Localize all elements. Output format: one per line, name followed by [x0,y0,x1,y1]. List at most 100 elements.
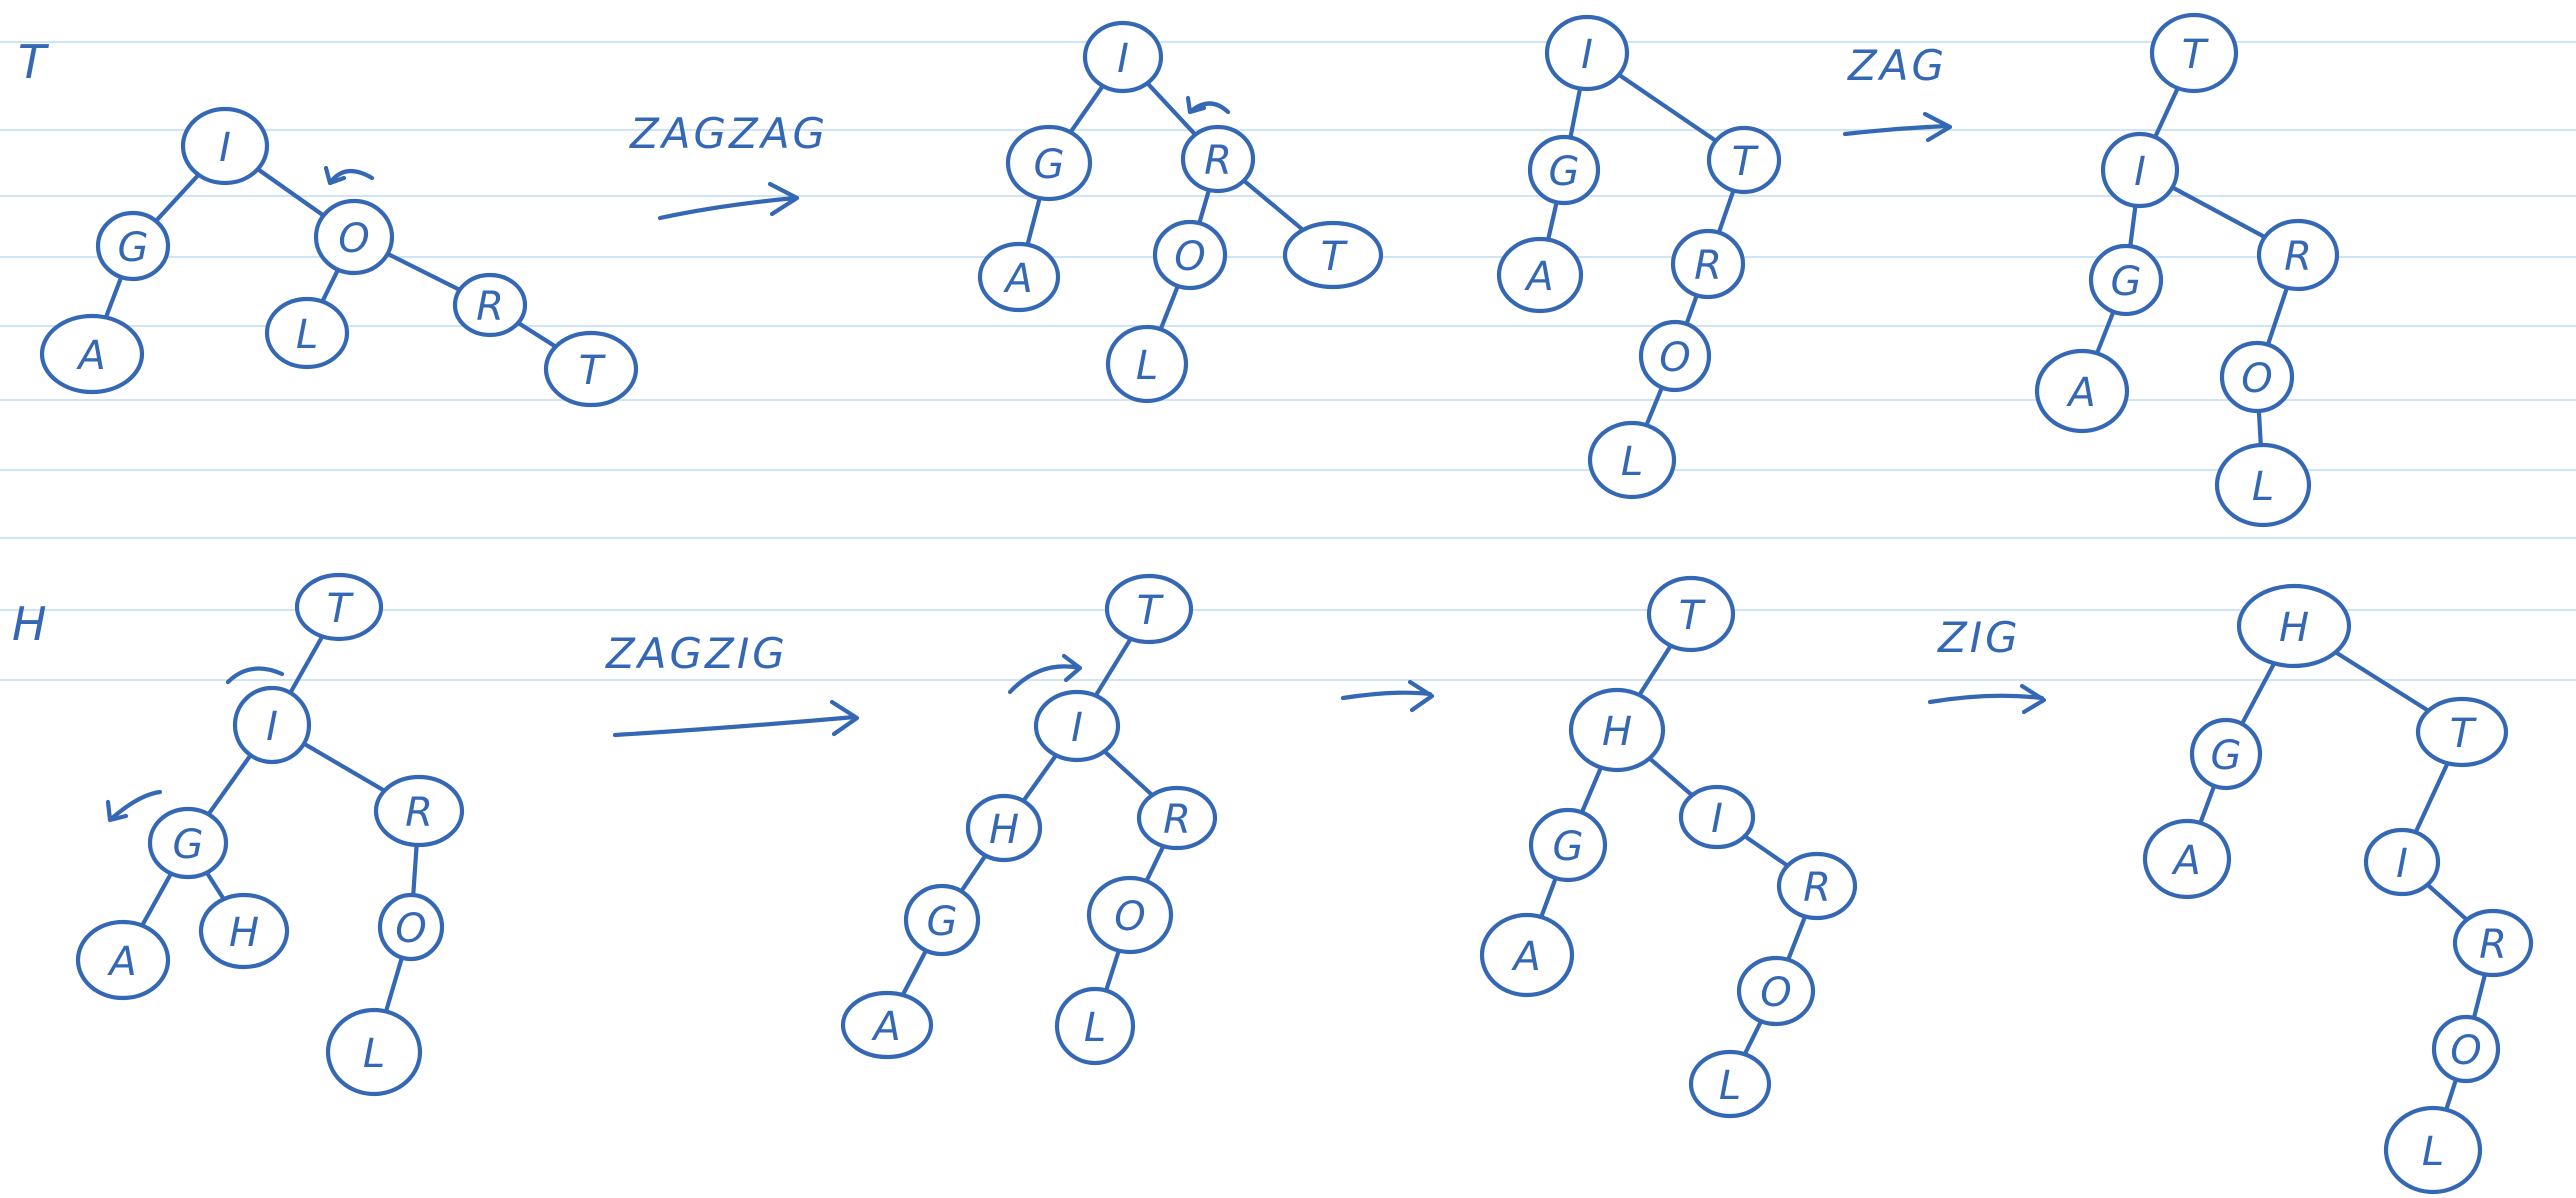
tree-node: L [1054,986,1136,1066]
tree-node: A [977,241,1061,313]
tree-edge [1685,294,1699,325]
operation-label: ZAGZAG [629,109,828,158]
tree-edge [2327,646,2435,716]
tree-edge [2472,973,2487,1019]
tree-node: T [543,330,639,408]
tree-node: G [1005,124,1093,202]
node-label: R [1694,243,1722,289]
node-label: H [989,807,1019,853]
node-label: T [2182,32,2210,78]
node-label: R [405,790,433,836]
node-circle [1638,319,1712,393]
tree-edge [1025,197,1042,246]
arrow-icon [612,699,860,738]
arrow-icon [1842,111,1953,143]
tree-node: A [1479,912,1575,998]
tree-edge [1144,844,1166,883]
node-circle [2142,818,2232,900]
tree-edge [1021,753,1059,803]
node-label: T [1321,234,1349,280]
tree-node: H [2236,583,2352,669]
tree-edge [1159,285,1180,330]
node-circle [373,774,465,848]
node-label: A [1002,256,1032,302]
node-circle [2189,717,2263,791]
tree-node: I [2363,827,2441,897]
row-label-insert-key: T [18,35,50,89]
node-label: O [1174,234,1205,280]
node-label: R [2479,922,2507,968]
node-circle [2363,827,2441,897]
node-label: G [1549,149,1580,195]
tree-node: L [2383,1105,2483,1195]
tree-edge [1637,643,1673,697]
tree-edge [385,251,464,293]
node-circle [1587,420,1677,500]
operation-label: ZAGZIG [605,629,788,678]
tree-edge [1786,915,1807,961]
labels: T H ZAGZAG ZAG ZAGZIG ZIG [12,35,2018,678]
ruled-lines [0,41,2576,681]
tree-edge [303,742,390,795]
node-circle [1568,687,1666,773]
node-circle [377,892,445,962]
node-circle [2149,12,2239,94]
node-circle [1152,219,1228,291]
tree-edge [959,854,988,893]
tree-node: O [2431,1014,2501,1084]
arrow-icon [1340,679,1435,713]
tree-edge [289,634,325,694]
tree-node: G [1528,807,1608,883]
node-circle [1736,955,1816,1027]
node-circle [1528,807,1608,883]
node-circle [1527,134,1601,206]
node-circle [903,883,981,957]
tree-node: O [1086,875,1174,955]
tree-node: T [1706,125,1782,195]
node-label: A [106,939,136,985]
arrow-icon [1927,683,2047,715]
node-label: G [118,225,149,271]
node-circle [1479,912,1575,998]
tree-node: T [2149,12,2239,94]
node-circle [325,1007,423,1097]
node-label: G [927,899,958,945]
tree-edges [104,72,2487,1111]
node-circle [2100,131,2180,209]
node-circle [1670,228,1746,300]
tree-node: A [2142,818,2232,900]
node-circle [1544,14,1630,92]
tree-edge [1101,748,1156,799]
tree-node: O [2219,340,2295,414]
node-label: L [2252,464,2274,510]
tree-node: H [1568,687,1666,773]
node-label: L [1136,343,1158,389]
node-label: H [2279,605,2309,651]
rotation-arrow-icon [225,666,285,685]
node-circle [2034,348,2130,434]
node-label: G [1553,824,1584,870]
node-circle [1005,124,1093,202]
tree-node: R [1776,851,1858,921]
tree-node: O [313,198,395,276]
node-circle [1033,689,1121,763]
tree-edge [2444,1079,2458,1111]
tree-edge [254,166,325,218]
node-circle [180,106,270,186]
tree-edge [2240,660,2277,725]
rotation-arrow-icon [1007,653,1083,695]
node-circle [2214,442,2312,528]
node-label: I [1581,32,1593,78]
node-circle [1688,1049,1772,1119]
tree-node: G [903,883,981,957]
node-circle [1086,875,1174,955]
tree-node: L [325,1007,423,1097]
node-circle [1678,784,1756,850]
tree-edge [1741,833,1792,869]
node-label: L [1621,439,1643,485]
node-circle [2088,243,2164,317]
node-circle [2431,1014,2501,1084]
node-circle [232,685,312,765]
node-circle [543,330,639,408]
